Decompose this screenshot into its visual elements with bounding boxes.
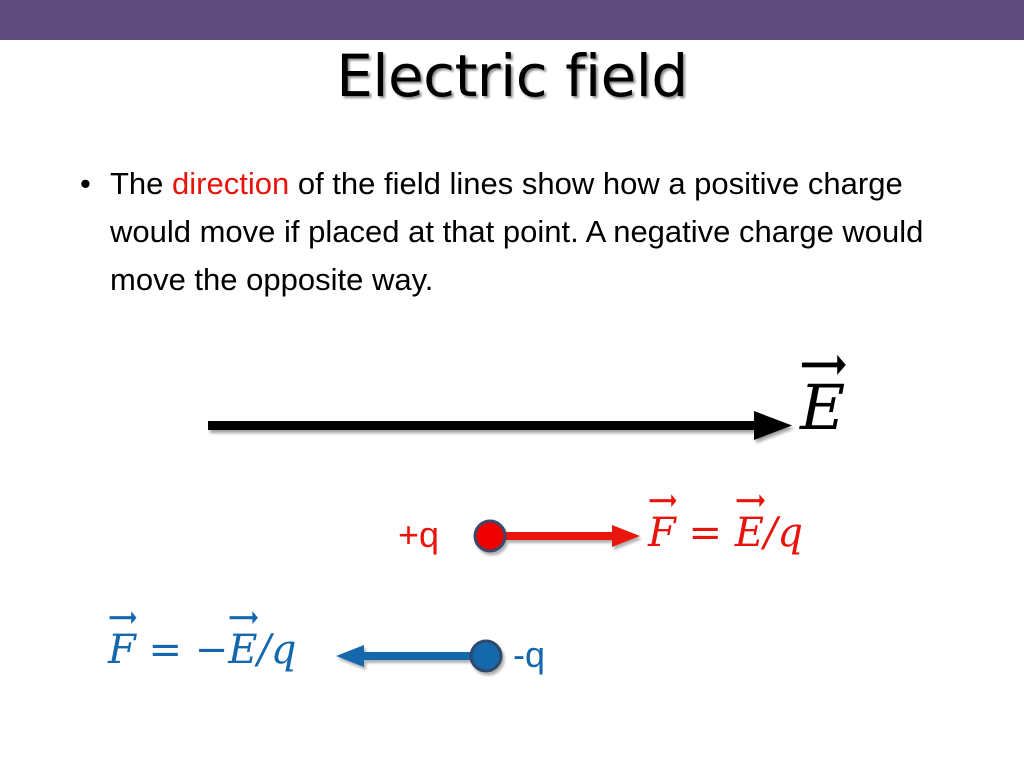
force-arrow-shaft <box>362 652 488 660</box>
e-symbol-with-vector: E <box>800 355 846 444</box>
minus-sign-blue: − <box>194 627 229 673</box>
positive-charge-force-arrow <box>462 512 644 562</box>
negative-charge-dot <box>469 639 503 673</box>
e-symbol-text-blue: E <box>228 627 258 673</box>
f-symbol-text-blue: F <box>108 627 136 673</box>
body-text-block: • The direction of the field lines show h… <box>72 160 962 304</box>
q-symbol-blue: q <box>270 627 297 673</box>
electric-field-arrow <box>208 400 798 452</box>
negative-charge-force-arrow <box>332 632 514 682</box>
negative-force-equation: F = − E /q <box>108 611 297 678</box>
force-arrow-shaft <box>488 532 614 540</box>
bullet-marker-icon: • <box>80 166 91 201</box>
equals-sign-blue: = <box>148 627 182 673</box>
e-symbol-text: E <box>800 371 846 444</box>
vector-arrow-icon <box>229 611 259 625</box>
f-symbol-with-vector-blue: F <box>108 611 137 678</box>
vector-arrow-icon <box>649 494 677 508</box>
e-symbol-text-red: E <box>734 510 764 556</box>
equals-sign-red: = <box>688 510 722 556</box>
bullet-item: • The direction of the field lines show h… <box>72 160 962 304</box>
field-vector-label: E <box>800 355 846 444</box>
slash-red: / <box>763 510 778 556</box>
q-symbol-red: q <box>777 510 804 556</box>
vector-arrow-icon <box>736 494 765 508</box>
vector-arrow-icon <box>109 611 137 625</box>
positive-force-equation: F = E /q <box>648 494 804 561</box>
e-symbol-with-vector-red: E <box>734 494 765 561</box>
e-symbol-with-vector-blue: E <box>228 611 259 678</box>
force-arrow-head <box>336 645 364 667</box>
f-symbol-text-red: F <box>648 510 676 556</box>
page-title: Electric field <box>336 42 688 110</box>
f-symbol-with-vector-red: F <box>648 494 677 561</box>
bullet-text-lead: The <box>110 166 173 201</box>
slash-blue: / <box>257 627 271 673</box>
header-bar <box>0 0 1024 40</box>
bullet-text-highlight: direction <box>172 166 290 201</box>
bullet-text-rest: of the field lines show how a positive c… <box>110 166 924 297</box>
positive-charge-dot <box>473 519 507 553</box>
field-arrow-glyph <box>208 411 792 440</box>
negative-charge-label: -q <box>513 634 546 675</box>
force-arrow-head <box>612 525 640 547</box>
positive-charge-label: +q <box>398 514 440 555</box>
